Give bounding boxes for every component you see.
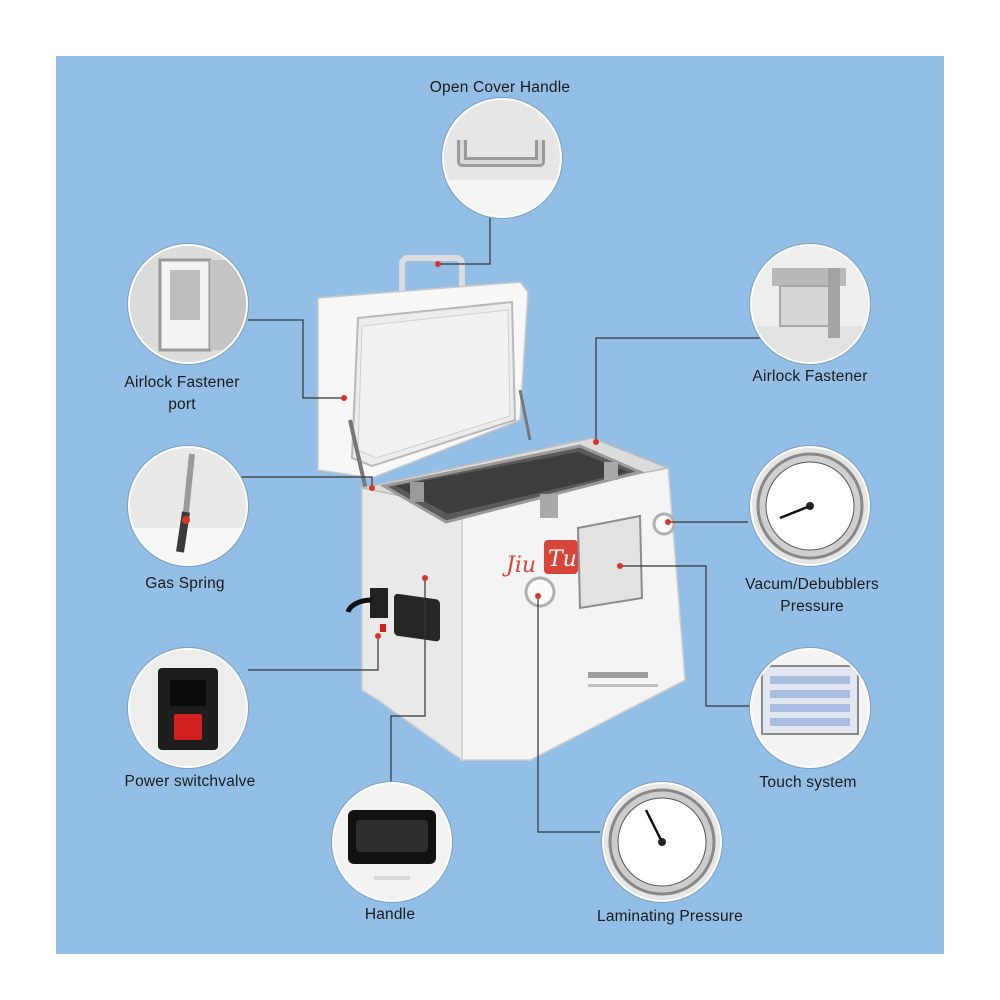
chamber-clamp (604, 462, 618, 480)
power-cable (345, 597, 373, 613)
right-gas-spring (518, 389, 532, 441)
laminating-gauge-detail (602, 782, 722, 902)
chamber-clamp (410, 482, 424, 502)
power-switch-detail (128, 648, 248, 768)
airlock-fastener-port-detail (128, 244, 248, 364)
airlock-fastener-detail (750, 244, 870, 364)
machine-front-face (461, 467, 686, 761)
touch-screen-icon (752, 650, 868, 766)
airlock-port-icon (130, 246, 246, 362)
label-touch-system: Touch system (759, 774, 857, 791)
label-gas-spring: Gas Spring (145, 575, 225, 592)
power-socket-switch-icon (130, 650, 246, 766)
brand-part1: Jiu (502, 553, 536, 578)
label-airlock-fastener-port: Airlock Fastener port (124, 374, 240, 413)
gas-spring-detail (128, 446, 248, 566)
gas-spring-icon (130, 448, 246, 564)
pressure-gauge-icon (604, 784, 720, 900)
side-handle-icon (334, 784, 450, 900)
laminating-gauge (524, 576, 556, 608)
airlock-fastener-icon (752, 246, 868, 362)
open-cover-handle-detail (442, 98, 562, 218)
power-switch (380, 624, 386, 632)
label-laminating-pressure: Laminating Pressure (597, 908, 743, 925)
side-handle-recess (394, 593, 440, 642)
touch-screen (576, 514, 644, 610)
metal-handle-icon (444, 100, 560, 216)
vacuum-gauge (652, 512, 676, 536)
label-power-switch: Power switchvalve (124, 773, 256, 790)
touch-system-detail (750, 648, 870, 768)
label-open-cover-handle: Open Cover Handle (429, 79, 571, 96)
label-vacuum-pressure: Vacum/Debubblers Pressure (745, 576, 879, 615)
brand-part2: Tu (548, 547, 577, 572)
vacuum-gauge-detail (750, 446, 870, 566)
brand-badge (544, 540, 578, 574)
chamber-clamp (540, 494, 558, 518)
power-socket (370, 588, 388, 618)
label-handle: Handle (364, 906, 416, 923)
handle-detail (332, 782, 452, 902)
label-airlock-fastener: Airlock Fastener (752, 368, 868, 385)
compound-gauge-icon (752, 448, 868, 564)
